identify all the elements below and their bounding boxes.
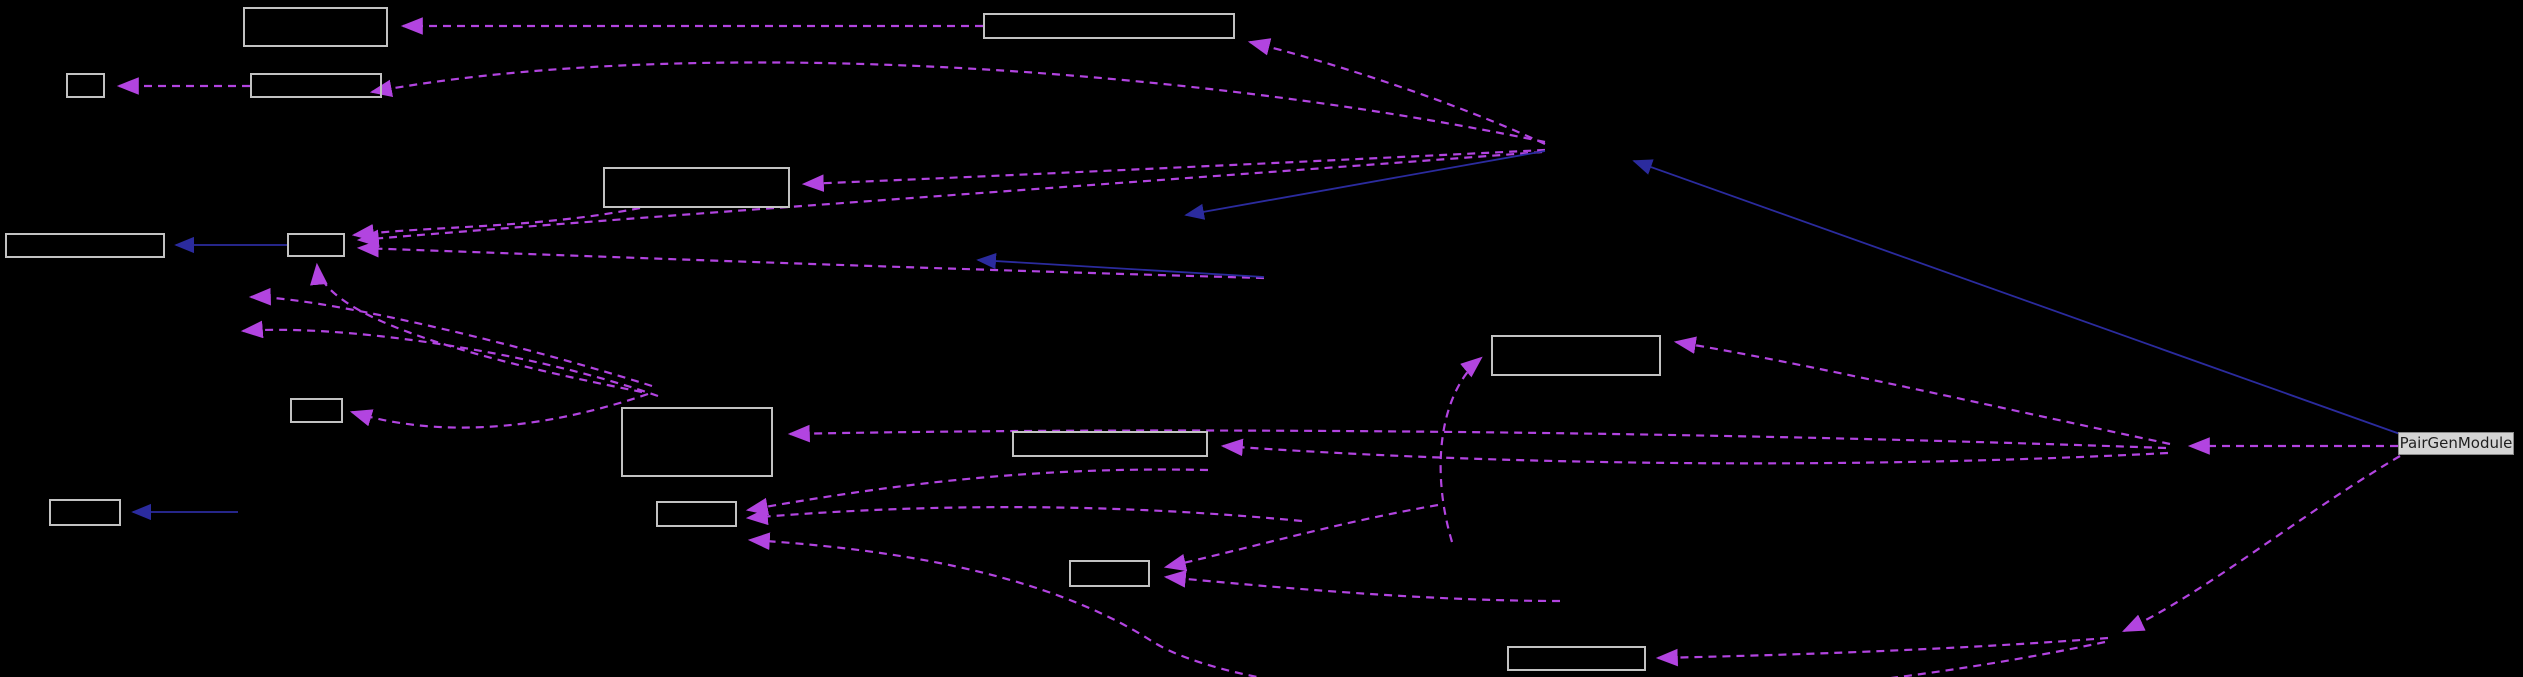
edge-right-to-l	[1220, 438, 2169, 465]
edge-knot-to-point2	[240, 320, 659, 398]
node-box-5[interactable]	[5, 233, 165, 258]
node-box-13[interactable]	[1069, 560, 1150, 587]
node-pairgenmodule[interactable]: PairGenModule	[2398, 432, 2514, 455]
edge-hub-to-point5	[1184, 150, 1546, 220]
node-box-10[interactable]	[49, 499, 121, 526]
edge-knot-to-f-bottom	[310, 262, 643, 394]
edge-hub-to-f-upper	[356, 150, 1543, 248]
node-box-6[interactable]	[287, 233, 345, 257]
edge-hub2-to-point6	[976, 252, 1265, 278]
edge-swoop-to-k	[747, 532, 2106, 677]
node-box-7[interactable]	[983, 13, 1235, 39]
node-box-8[interactable]	[290, 398, 343, 423]
edge-fan-to-o	[1655, 636, 2109, 667]
node-box-15[interactable]	[1507, 646, 1646, 671]
node-box-3[interactable]	[250, 73, 382, 98]
node-box-14[interactable]	[1491, 335, 1661, 376]
edge-hub2-to-f	[356, 239, 1265, 280]
node-box-11[interactable]	[656, 501, 737, 527]
node-box-1[interactable]	[243, 7, 388, 47]
edge-w-to-m-lower	[1163, 570, 1561, 603]
edge-k-right-lower	[745, 506, 1303, 526]
edge-d-to-f	[351, 206, 641, 242]
node-box-9[interactable]	[621, 407, 773, 477]
edge-hub-to-c	[369, 61, 1546, 144]
edge-pair-to-hub	[1632, 159, 2401, 435]
node-box-4[interactable]	[603, 167, 790, 208]
node-box-12[interactable]	[1012, 431, 1208, 457]
edge-k-right-upper	[745, 468, 1209, 516]
node-box-2[interactable]	[66, 73, 105, 98]
edge-w-to-m-upper	[1163, 503, 1439, 572]
edge-hub-to-d	[801, 148, 1546, 192]
edge-knot-to-h	[349, 392, 649, 429]
edge-hub-to-g	[1247, 38, 1546, 145]
edge-right-to-i	[787, 424, 2167, 450]
edge-right-to-n-top	[1673, 336, 2171, 446]
edge-w-to-n	[1439, 356, 1483, 543]
edge-pair-to-point4	[2122, 455, 2401, 632]
edge-knot-to-point1	[248, 287, 653, 388]
